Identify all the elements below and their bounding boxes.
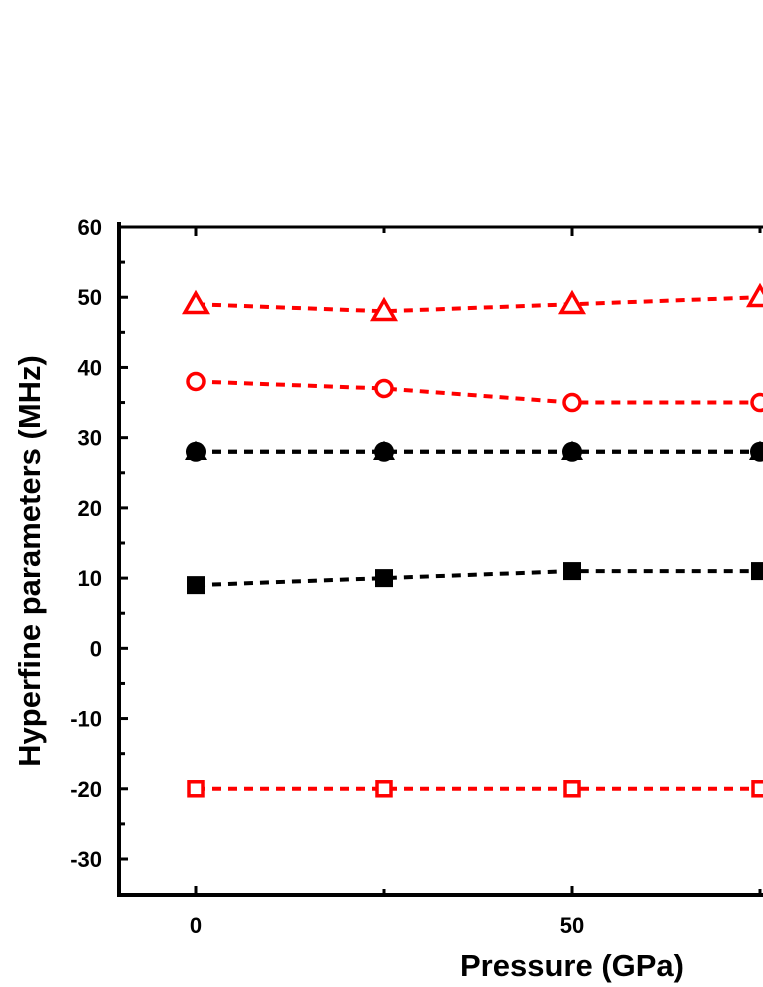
- data-point: [186, 371, 206, 392]
- series-triangle-open: [181, 282, 763, 322]
- labels: 60 50 40 30 20 10 0 -10 -20 -30 0 50: [70, 215, 584, 938]
- y-tick-label: -20: [70, 777, 102, 802]
- series-line: [195, 295, 761, 314]
- data-point: [187, 576, 205, 595]
- data-point: [186, 441, 206, 462]
- data-point: [375, 780, 393, 798]
- x-tick-label: 50: [560, 913, 584, 938]
- y-tick-label: -10: [70, 707, 102, 732]
- data-point: [374, 441, 394, 462]
- data-point: [563, 780, 581, 798]
- y-tick-label: -30: [70, 847, 102, 872]
- data-point: [750, 441, 763, 462]
- y-tick-label: 0: [90, 636, 102, 661]
- series-square-open: [187, 780, 763, 798]
- series-group: [181, 282, 763, 798]
- axes: [117, 222, 763, 897]
- y-tick-label: 30: [78, 426, 102, 451]
- data-point: [181, 289, 211, 315]
- series-circle-filled: [186, 441, 763, 462]
- data-point: [751, 780, 763, 798]
- data-point: [557, 289, 587, 315]
- y-axis-title: Hyperfine parameters (MHz): [12, 355, 47, 767]
- series-line: [195, 569, 760, 588]
- y-tick-label: 10: [78, 566, 102, 591]
- data-point: [187, 780, 205, 798]
- y-tick-label: 40: [78, 355, 102, 380]
- data-point: [562, 441, 582, 462]
- y-tick-label: 20: [78, 496, 102, 521]
- data-point: [369, 296, 399, 322]
- data-point: [374, 378, 394, 399]
- y-tick-label: 60: [78, 215, 102, 240]
- data-point: [563, 562, 581, 581]
- data-point: [750, 392, 763, 413]
- data-point: [562, 392, 582, 413]
- x-tick-label: 0: [190, 913, 202, 938]
- y-tick-label: 50: [78, 285, 102, 310]
- x-axis-title: Pressure (GPa): [460, 948, 684, 983]
- series-circle-open: [186, 371, 763, 413]
- data-point: [745, 282, 763, 308]
- series-line: [195, 379, 760, 405]
- data-point: [751, 562, 763, 581]
- data-point: [375, 569, 393, 588]
- series-square-filled: [187, 562, 763, 595]
